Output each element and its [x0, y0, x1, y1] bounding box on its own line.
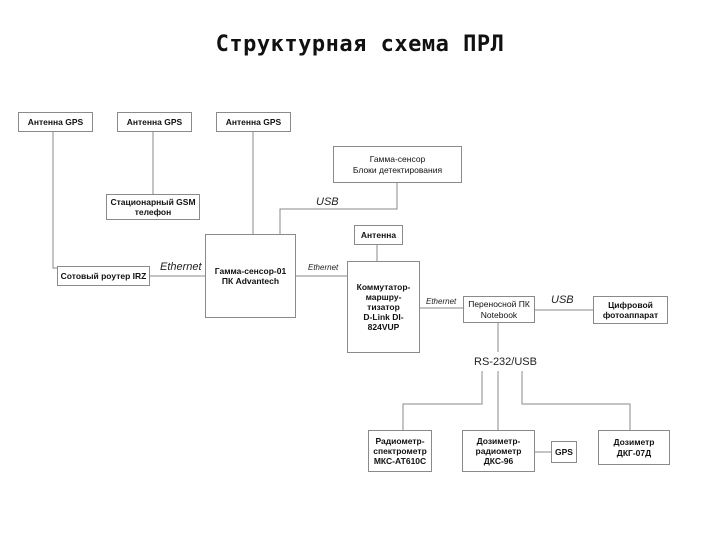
dosimeter-dkg-box: Дозиметр ДКГ-07Д: [598, 430, 670, 465]
ethernet-label-right: Ethernet: [426, 297, 457, 306]
laptop-box: Переносной ПК Notebook: [463, 296, 535, 323]
dosimeter-dks-box: Дозиметр- радиометр ДКС-96: [462, 430, 535, 472]
diagram-title: Структурная схема ПРЛ: [215, 32, 505, 57]
antenna-box: Антенна: [354, 225, 403, 245]
gps-antenna-box-1: Антенна GPS: [18, 112, 93, 132]
rs232-usb-label: RS-232/USB: [473, 356, 538, 368]
gps-antenna-box-2: Антенна GPS: [117, 112, 192, 132]
link-bus-dkg: [521, 371, 631, 430]
gamma-sensor-blocks-box: Гамма-сенсор Блоки детектирования: [333, 146, 462, 183]
gps-antenna-box-3: Антенна GPS: [216, 112, 291, 132]
gps-box: GPS: [551, 441, 577, 463]
link-gps1-router: [52, 132, 60, 269]
ethernet-label-left: Ethernet: [160, 261, 202, 273]
link-blocks-pc: [279, 183, 398, 234]
ethernet-label-mid: Ethernet: [308, 263, 339, 272]
gamma-sensor-pc-box: Гамма-сенсор-01 ПК Advantech: [205, 234, 296, 318]
switch-router-box: Коммутатор- маршру-тизатор D-Link DI-824…: [347, 261, 420, 353]
usb-label-top: USB: [316, 196, 339, 208]
gsm-phone-box: Стационарный GSM телефон: [106, 194, 200, 220]
link-bus-radiometer: [402, 371, 483, 430]
cell-router-box: Сотовый роутер IRZ: [57, 266, 150, 286]
usb-label-right: USB: [551, 294, 574, 306]
radiometer-box: Радиометр- спектрометр МКС-АТ610С: [368, 430, 432, 472]
camera-box: Цифровой фотоаппарат: [593, 296, 668, 324]
